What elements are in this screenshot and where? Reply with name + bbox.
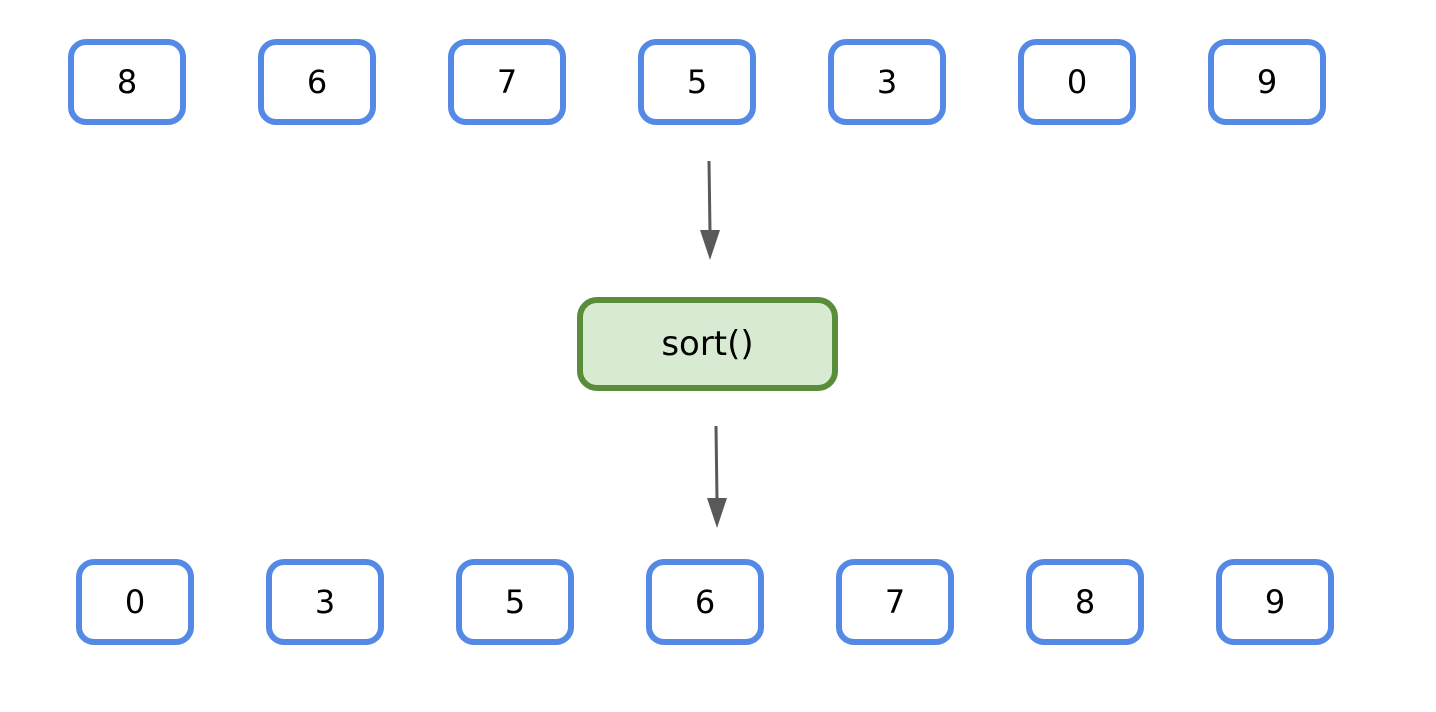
output-cell: 7 [836, 559, 954, 645]
input-cell: 7 [448, 39, 566, 125]
output-cell: 0 [76, 559, 194, 645]
input-cell: 0 [1018, 39, 1136, 125]
output-cell: 9 [1216, 559, 1334, 645]
sort-function-box: sort() [577, 297, 838, 391]
input-cell: 5 [638, 39, 756, 125]
input-cell: 6 [258, 39, 376, 125]
output-cell: 8 [1026, 559, 1144, 645]
input-cell: 9 [1208, 39, 1326, 125]
input-cell: 8 [68, 39, 186, 125]
output-cell: 3 [266, 559, 384, 645]
output-cell: 5 [456, 559, 574, 645]
arrow-sort-to-output [707, 425, 727, 528]
arrow-input-to-sort [700, 160, 720, 260]
output-cell: 6 [646, 559, 764, 645]
input-cell: 3 [828, 39, 946, 125]
